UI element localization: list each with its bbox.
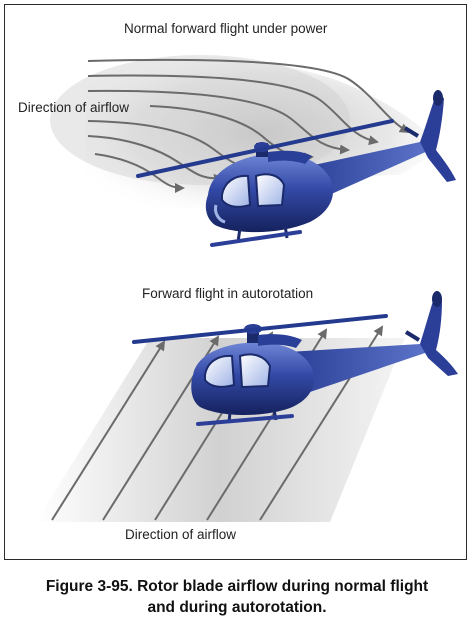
caption-line-1: Figure 3-95. Rotor blade airflow during … (45, 578, 429, 595)
bottom-panel-title: Forward flight in autorotation (142, 286, 314, 301)
caption-line-2: and during autorotation. (147, 599, 327, 616)
bottom-helicopter (132, 291, 458, 426)
bottom-airflow-label: Direction of airflow (125, 527, 237, 542)
figure-caption: Figure 3-95. Rotor blade airflow during … (0, 576, 474, 618)
top-airflow-arrow (87, 58, 410, 134)
top-airflow-arrow (87, 135, 224, 184)
top-airflow-arrow (87, 89, 350, 155)
top-airflow-label: Direction of airflow (18, 100, 130, 115)
top-helicopter (136, 90, 456, 247)
top-panel-title: Normal forward flight under power (124, 21, 328, 36)
bottom-airflow-arrow (51, 340, 166, 521)
top-airflow-arrow (94, 153, 185, 193)
